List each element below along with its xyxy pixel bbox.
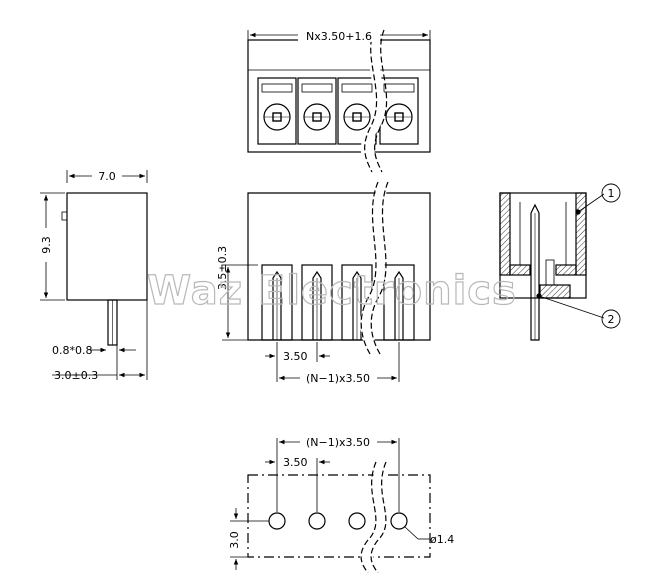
top-width-label: Nx3.50+1.6 bbox=[306, 30, 372, 43]
front-pitch-label: 3.50 bbox=[283, 350, 308, 363]
front-span-label: (N−1)x3.50 bbox=[306, 372, 370, 385]
pcb-pitch-label: 3.50 bbox=[283, 456, 308, 469]
side-view bbox=[40, 170, 148, 380]
top-width-label-bg bbox=[298, 29, 380, 42]
front-view bbox=[222, 181, 431, 382]
section-view bbox=[499, 183, 621, 341]
pcb-view bbox=[230, 438, 431, 573]
pcb-span-label: (N−1)x3.50 bbox=[306, 436, 370, 449]
pin-section-label: 0.8*0.8 bbox=[52, 344, 93, 357]
pins bbox=[272, 270, 404, 340]
pcb-row-label: 3.0 bbox=[228, 531, 241, 549]
watermark: Waz Electronics bbox=[147, 268, 517, 314]
pcb-holes bbox=[268, 512, 408, 530]
terminal-cells bbox=[257, 77, 419, 145]
pcb-hole-label: ø1.4 bbox=[430, 533, 454, 546]
side-height-label: 9.3 bbox=[40, 236, 53, 254]
pin-length-label: 3.0±0.3 bbox=[54, 369, 98, 382]
side-width-label: 7.0 bbox=[98, 170, 116, 183]
pin-height-label: 3.5±0.3 bbox=[216, 246, 229, 290]
callout-1: 1 bbox=[608, 187, 615, 200]
top-view bbox=[247, 29, 431, 173]
callout-2: 2 bbox=[608, 313, 615, 326]
